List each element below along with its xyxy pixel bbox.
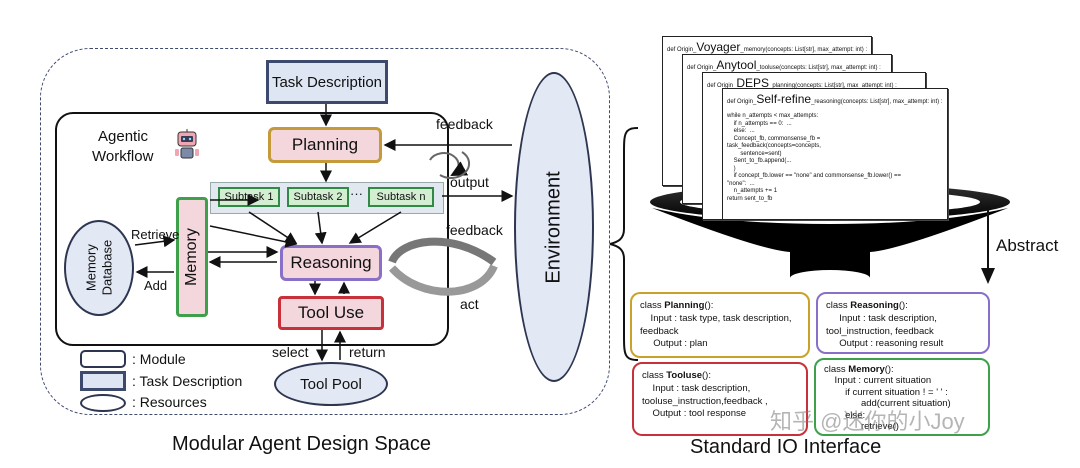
code-card-self-refine: def Origin_Self-refine_reasoning(concept… xyxy=(722,88,948,220)
class-memory-name: Memory xyxy=(848,364,885,375)
code-body: while n_attempts < max_attempts: if n_at… xyxy=(727,113,902,202)
code-card-voyager-title: Voyager xyxy=(696,40,741,54)
subtask-2: Subtask 2 xyxy=(287,187,349,207)
legend-module-shape xyxy=(80,350,126,368)
class-tooluse: class Tooluse(): Input : task descriptio… xyxy=(632,362,808,436)
legend-task-shape xyxy=(80,371,126,391)
memory-database-node: Memory Database xyxy=(64,220,134,316)
task-description-node: Task Description xyxy=(266,60,388,104)
edge-select: select xyxy=(272,344,309,360)
subtask-2-label: Subtask 2 xyxy=(293,191,343,203)
tool-use-label: Tool Use xyxy=(297,303,365,322)
edge-act: act xyxy=(460,296,479,312)
workflow-label-line1: Agentic xyxy=(98,128,149,145)
agentic-workflow-frame xyxy=(55,112,449,346)
tool-pool-node: Tool Pool xyxy=(274,362,388,406)
legend-module-label: : Module xyxy=(132,351,186,367)
legend-resource-shape xyxy=(80,394,126,412)
tool-use-node: Tool Use xyxy=(278,296,384,330)
subtask-n-label: Subtask n xyxy=(376,191,426,203)
class-reasoning: class Reasoning(): Input : task descript… xyxy=(816,292,990,354)
reasoning-node: Reasoning xyxy=(280,245,382,281)
code-card-anytool-title: Anytool xyxy=(716,58,757,72)
code-card-self-refine-title: Self-refine xyxy=(756,92,812,106)
tool-pool-label: Tool Pool xyxy=(300,375,362,393)
abstract-label: Abstract xyxy=(996,236,1059,255)
task-description-label: Task Description xyxy=(271,73,383,91)
planning-node: Planning xyxy=(268,127,382,163)
watermark: 知乎 @迷你的小Joy xyxy=(770,409,965,434)
class-tooluse-name: Tooluse xyxy=(666,370,703,381)
edge-feedback-mid: feedback xyxy=(446,222,503,238)
edge-retrieve: Retrieve xyxy=(131,227,180,242)
edge-output: output xyxy=(450,174,489,190)
abstract-arrow xyxy=(981,206,995,284)
edge-return: return xyxy=(349,344,386,360)
code-card-deps-title: DEPS xyxy=(736,76,770,90)
design-space-region xyxy=(40,48,610,415)
edge-feedback-top: feedback xyxy=(436,116,493,132)
subtask-n: Subtask n xyxy=(368,187,434,207)
left-arrows xyxy=(134,104,514,362)
class-planning-name: Planning xyxy=(664,300,705,311)
class-reasoning-name: Reasoning xyxy=(850,300,899,311)
left-caption: Modular Agent Design Space xyxy=(172,433,432,455)
reasoning-label: Reasoning xyxy=(290,253,372,272)
bracket xyxy=(609,127,639,361)
edge-add: Add xyxy=(144,278,168,293)
environment-node: Environment xyxy=(514,72,594,382)
class-memory: class Memory(): Input : current situatio… xyxy=(814,358,990,436)
subtask-ellipsis: ··· xyxy=(350,186,363,201)
memory-node: Memory xyxy=(176,197,208,317)
planning-label: Planning xyxy=(291,135,359,154)
legend-resource-label: : Resources xyxy=(132,394,207,410)
right-caption: Standard IO Interface xyxy=(690,436,882,458)
workflow-label-line2: Workflow xyxy=(92,148,154,165)
legend-task-label: : Task Description xyxy=(132,373,243,389)
class-planning: class Planning(): Input : task type, tas… xyxy=(630,292,810,358)
robot-icon xyxy=(175,129,199,159)
